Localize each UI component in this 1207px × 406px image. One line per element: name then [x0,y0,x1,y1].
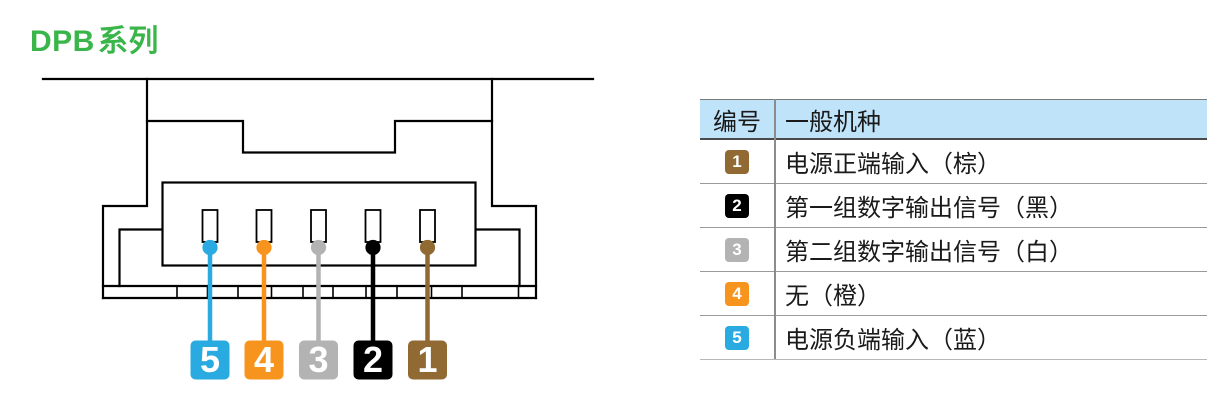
pin-4: 4 [244,239,284,380]
pin-number-label: 1 [417,339,437,380]
table-row: 3 第二组数字输出信号（白） [700,228,1207,272]
pin-2: 2 [353,239,393,380]
pin-number-badge [353,340,393,380]
pin-contact-dot [365,239,381,256]
pin-number-badge [244,340,284,380]
pin-description: 电源负端输入（蓝） [785,327,1001,354]
pin-description: 第一组数字输出信号（黑） [785,195,1073,222]
pin-number-badge [408,340,447,380]
pin-description: 第二组数字输出信号（白） [785,239,1073,266]
pin-number-label: 4 [254,339,274,380]
pin-number-badge: 3 [725,237,749,262]
pin-slot [419,209,436,243]
series-suffix: 系列 [97,25,159,58]
table-row: 4 无（橙） [700,272,1207,316]
connector-pinout-diagram: 5 4 3 2 1 [41,77,595,380]
pin-number-cell: 4 [700,281,774,306]
table-header-row: 编号 一般机种 [700,99,1207,140]
pin-slot [255,209,273,243]
pin-number-badge: 1 [725,149,749,174]
header-pin-number: 编号 [713,108,761,136]
pin-number-badge [190,340,230,380]
pin-number-badge: 4 [725,281,749,306]
pin-number-badge: 2 [725,193,749,218]
pin-1: 1 [408,239,447,380]
pin-number-label: 2 [363,339,383,380]
header-model-type: 一般机种 [785,108,881,136]
pin-slot [201,209,219,243]
table-row: 2 第一组数字输出信号（黑） [700,184,1207,228]
pin-slot [310,209,327,243]
table-row: 5 电源负端输入（蓝） [700,316,1207,360]
pin-3: 3 [299,239,338,380]
pin-number-cell: 1 [700,149,774,174]
pin-contact-dot [310,239,327,256]
pin-number-badge [299,340,338,380]
pin-description: 无（橙） [785,283,881,310]
pin-number-cell: 2 [700,193,774,218]
pin-contact-dot [419,239,436,256]
pin-description: 电源正端输入（棕） [785,151,1001,178]
pin-contact-dot [256,239,272,256]
pin-5: 5 [190,239,230,380]
pin-slot [364,209,382,243]
series-code: DPB [30,25,95,58]
pin-number-badge: 5 [725,325,749,350]
strip-dividers [176,286,520,298]
table-column-divider [774,99,776,359]
pinout-table: 编号 一般机种 1 电源正端输入（棕） 2 第一组数字输出信号（黑） 3 第二组… [700,99,1207,360]
table-row: 1 电源正端输入（棕） [700,140,1207,184]
pin-number-label: 3 [308,339,328,380]
pin-number-label: 5 [200,339,220,380]
pin-number-cell: 3 [700,237,774,262]
pin-number-cell: 5 [700,325,774,350]
pin-contact-dot [202,239,218,256]
